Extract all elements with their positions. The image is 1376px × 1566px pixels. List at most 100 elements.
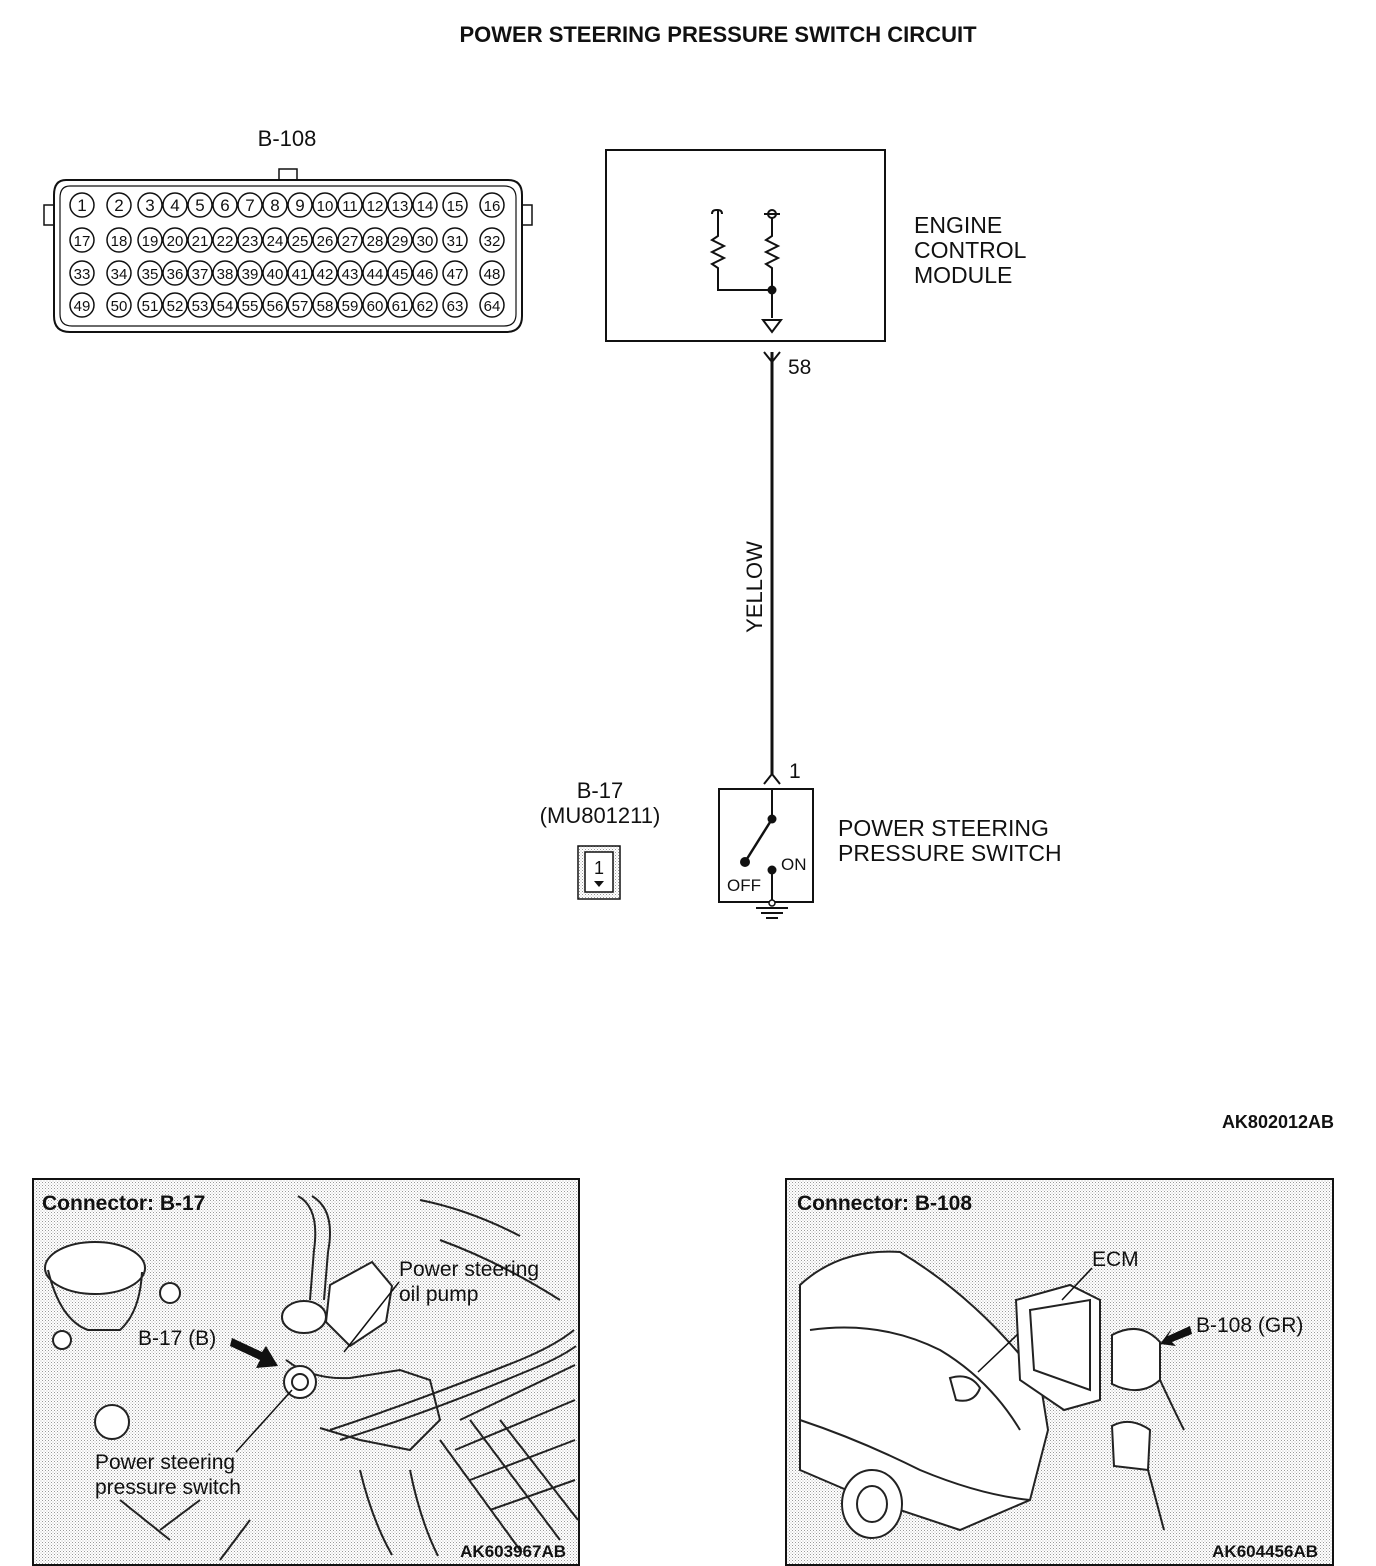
connector-pin-25 — [287, 227, 313, 253]
connector-pin-label: 31 — [447, 233, 464, 250]
connector-pin-label: 51 — [142, 298, 159, 315]
connector-pin-20 — [162, 227, 188, 253]
connector-pin-label: 50 — [111, 298, 128, 315]
connector-pin-46 — [412, 260, 438, 286]
connector-pin-label: 19 — [142, 233, 159, 250]
switch-label-line1: POWER STEERING — [838, 815, 1049, 841]
connector-pin-label: 44 — [367, 266, 384, 283]
connector-pin-47 — [442, 260, 468, 286]
connector-pin-11 — [337, 192, 363, 218]
connector-pin-8 — [262, 192, 288, 218]
connector-pin-4 — [162, 192, 188, 218]
connector-pin-27 — [337, 227, 363, 253]
connector-pin-label: 49 — [74, 298, 91, 315]
connector-pin-label: 2 — [114, 196, 123, 215]
ecm-label-line1: ENGINE — [914, 212, 1002, 238]
connector-pin-54 — [212, 292, 238, 318]
panel-right-connector-callout: B-108 (GR) — [1196, 1314, 1303, 1337]
connector-pin-label: 47 — [447, 266, 464, 283]
connector-pin-label: 40 — [267, 266, 284, 283]
car-illustration — [799, 1250, 1185, 1539]
connector-pin-label: 3 — [145, 196, 154, 215]
ground-symbol — [756, 899, 788, 919]
connector-pin-label: 8 — [270, 196, 279, 215]
ecm-label-line2: CONTROL — [914, 237, 1027, 263]
connector-pin-label: 10 — [317, 198, 334, 215]
connector-pin-45 — [387, 260, 413, 286]
connector-pin-48 — [479, 260, 505, 286]
connector-pin-label: 21 — [192, 233, 209, 250]
connector-pin-5 — [187, 192, 213, 218]
panel-left-heading: Connector: B-17 — [42, 1192, 205, 1215]
connector-pin-49 — [69, 292, 95, 318]
connector-pin-label: 16 — [484, 198, 501, 215]
connector-pin-label: 53 — [192, 298, 209, 315]
connector-pin-18 — [106, 227, 132, 253]
connector-pin-label: 54 — [217, 298, 234, 315]
connector-b108-label: B-108 — [258, 126, 317, 151]
connector-pin-3 — [137, 192, 163, 218]
switch-pin-label: 1 — [789, 760, 801, 783]
pressure-switch-block: B-17 (MU801211) 1 ON OFF POWER STEERING … — [540, 778, 1062, 919]
connector-pin-9 — [287, 192, 313, 218]
switch-box — [718, 788, 814, 903]
connector-pin-label: 42 — [317, 266, 334, 283]
connector-pin-label: 6 — [220, 196, 229, 215]
connector-pin-label: 25 — [292, 233, 309, 250]
connector-pin-36 — [162, 260, 188, 286]
connector-pin-40 — [262, 260, 288, 286]
switch-part-number: (MU801211) — [540, 803, 661, 828]
connector-pin-23 — [237, 227, 263, 253]
connector-pin-16 — [479, 192, 505, 218]
diagram-title: POWER STEERING PRESSURE SWITCH CIRCUIT — [459, 22, 977, 47]
wire-color-label: YELLOW — [742, 541, 767, 633]
connector-pin-label: 26 — [317, 233, 334, 250]
connector-pin-55 — [237, 292, 263, 318]
connector-pin-24 — [262, 227, 288, 253]
yellow-wire: 58 YELLOW 1 — [742, 351, 811, 785]
connector-pin-32 — [479, 227, 505, 253]
connector-pin-label: 43 — [342, 266, 359, 283]
connector-pin-44 — [362, 260, 388, 286]
connector-pin-label: 35 — [142, 266, 159, 283]
connector-pin-62 — [412, 292, 438, 318]
connector-pin-38 — [212, 260, 238, 286]
connector-pin-39 — [237, 260, 263, 286]
connector-pin-label: 64 — [484, 298, 501, 315]
connector-pin-13 — [387, 192, 413, 218]
switch-blade — [743, 818, 774, 863]
panel-left-switch-line2: pressure switch — [95, 1476, 241, 1499]
switch-connector-label: B-17 — [577, 778, 623, 803]
connector-pin-label: 18 — [111, 233, 128, 250]
ecm-resistor-right — [763, 218, 781, 318]
connector-pin-label: 38 — [217, 266, 234, 283]
connector-pin-17 — [69, 227, 95, 253]
ecm-resistor-left — [709, 209, 772, 291]
connector-pin-58 — [312, 292, 338, 318]
connector-pin-31 — [442, 227, 468, 253]
switch-off-label: OFF — [727, 876, 761, 895]
ecm-label-line3: MODULE — [914, 262, 1012, 288]
connector-pin-label: 34 — [111, 266, 128, 283]
connector-pin-10 — [312, 192, 338, 218]
figure-code: AK802012AB — [1222, 1112, 1334, 1132]
connector-b17-icon: 1 — [577, 845, 621, 900]
connector-pin-35 — [137, 260, 163, 286]
connector-pin-7 — [237, 192, 263, 218]
panel-left-pump-line1: Power steering — [399, 1258, 539, 1281]
connector-pin-label: 28 — [367, 233, 384, 250]
connector-pin-label: 33 — [74, 266, 91, 283]
connector-pin-21 — [187, 227, 213, 253]
connector-pin-label: 58 — [317, 298, 334, 315]
ecm-block: ENGINE CONTROL MODULE — [605, 149, 1027, 342]
connector-pin-label: 5 — [195, 196, 204, 215]
connector-pin-label: 32 — [484, 233, 501, 250]
connector-pin-37 — [187, 260, 213, 286]
panel-right-heading: Connector: B-108 — [797, 1192, 972, 1215]
connector-pin-label: 52 — [167, 298, 184, 315]
connector-pin-1 — [69, 192, 95, 218]
connector-pin-61 — [387, 292, 413, 318]
connector-pin-label: 56 — [267, 298, 284, 315]
